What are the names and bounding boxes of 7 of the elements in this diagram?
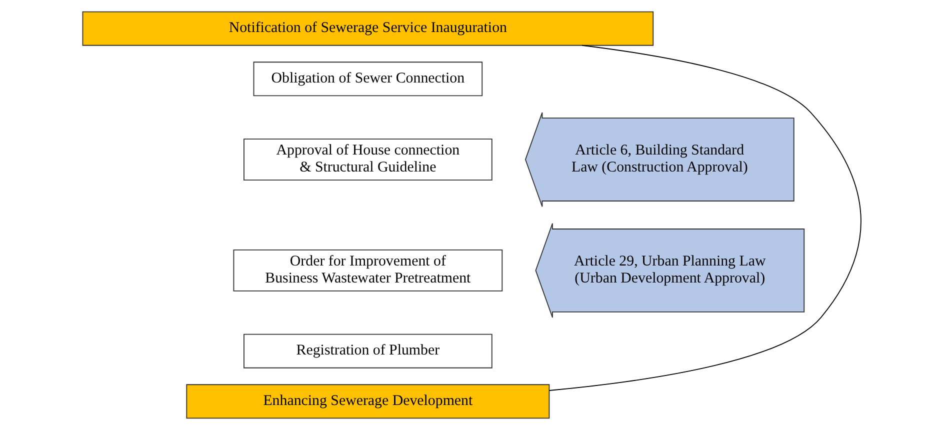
node-box: Enhancing Sewerage Development	[186, 384, 550, 419]
node-box: Notification of Sewerage Service Inauguration	[82, 11, 654, 46]
connector	[548, 44, 862, 391]
node-box: Order for Improvement of Business Wastewater Pretreatment	[233, 249, 503, 292]
node-box: Registration of Plumber	[244, 334, 492, 368]
node-box: Obligation of Sewer Connection	[253, 62, 483, 96]
node-box: Approval of House connection & Structural Guideline	[244, 138, 492, 181]
